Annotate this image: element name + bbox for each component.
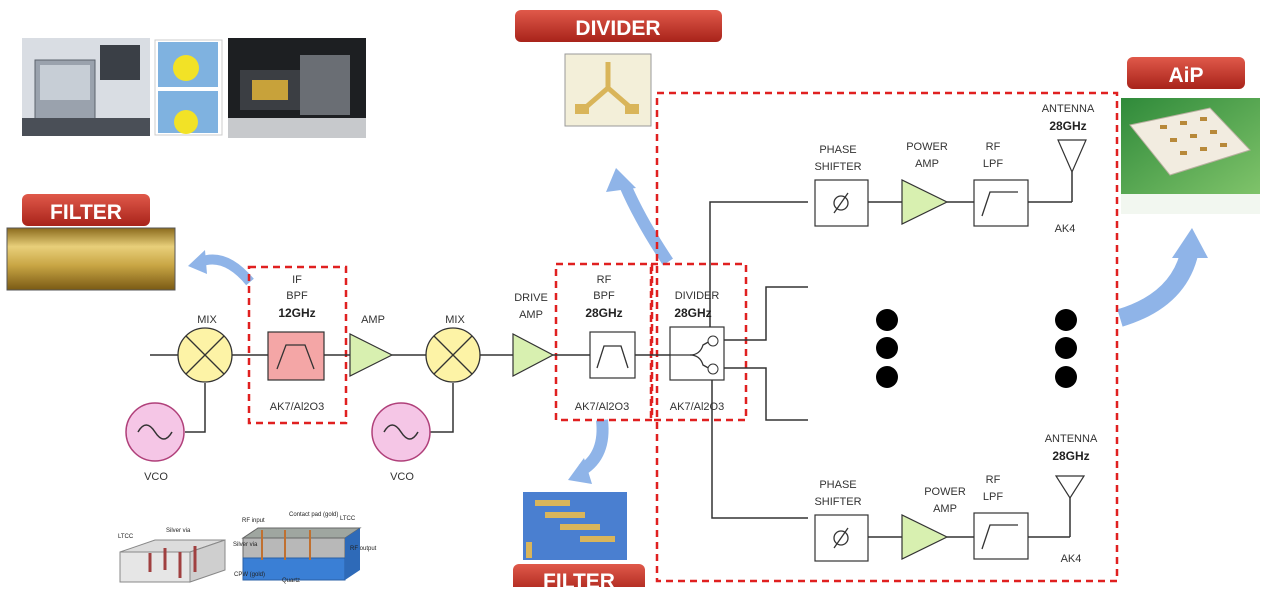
upper-chain-material: AK4 (1055, 223, 1076, 235)
aip-badge-text: AiP (1168, 64, 1203, 87)
power-amp-lower-label-line2: AMP (933, 503, 957, 515)
rf-lpf-lower-label-line2: LPF (983, 491, 1003, 503)
rf-lowpass-filter-upper (973, 179, 1029, 227)
filter-badge-left: FILTER (22, 194, 150, 226)
if-bpf-label-line2: BPF (286, 290, 308, 302)
power-divider (669, 326, 725, 381)
divider-label: DIVIDER (675, 290, 720, 302)
phase-shifter-lower-label-line2: SHIFTER (814, 496, 861, 508)
filter-badge-bottom-text: FILTER (543, 570, 615, 587)
measurement-setup-photo-1 (22, 38, 150, 136)
lower-chain-material: AK4 (1061, 553, 1082, 565)
drive-amp-label-line1: DRIVE (514, 292, 548, 304)
antenna-upper (1057, 139, 1087, 174)
vco-2-label: VCO (390, 471, 414, 483)
arrow-to-bottom-filter (568, 419, 609, 484)
silver-via-label-right: Silver via (233, 542, 258, 548)
quartz-label: Quartz (282, 578, 300, 584)
measurement-setup-photo-2 (154, 39, 223, 136)
phase-shifter-upper-label-line1: PHASE (819, 144, 856, 156)
probe-station-photo (228, 38, 366, 138)
phase-shifter-lower-label-line1: PHASE (819, 479, 856, 491)
drive-amp-label-line2: AMP (519, 309, 543, 321)
rf-bandpass-filter (589, 331, 636, 379)
arrow-to-left-filter (188, 250, 254, 286)
divider-frequency: 28GHz (674, 306, 711, 320)
rf-lpf-lower-label-line1: RF (986, 474, 1001, 486)
rf-lpf-upper-label-line1: RF (986, 141, 1001, 153)
if-bandpass-filter (267, 331, 325, 381)
antenna-lower-frequency: 28GHz (1052, 449, 1089, 463)
power-amp-upper-label-line2: AMP (915, 158, 939, 170)
phase-shifter-upper-label-line2: SHIFTER (814, 161, 861, 173)
ltcc-via-structure-drawing: LTCC Silver via (118, 528, 226, 583)
power-amp-lower-label-line1: POWER (924, 486, 966, 498)
ltcc-label-left: LTCC (118, 534, 134, 540)
rf-bpf-label-line1: RF (597, 274, 612, 286)
ellipsis-dots-right (1055, 309, 1077, 388)
if-filter-dashed-box (247, 265, 348, 425)
rf-lpf-upper-label-line2: LPF (983, 158, 1003, 170)
power-amp-upper-label-line1: POWER (906, 141, 948, 153)
if-bpf-frequency: 12GHz (278, 306, 315, 320)
vco-1-label: VCO (144, 471, 168, 483)
mixer-1 (177, 327, 233, 383)
rf-bpf-frequency: 28GHz (585, 306, 622, 320)
silver-via-label-left: Silver via (166, 528, 191, 534)
rf-output-label: RF output (350, 546, 377, 552)
vco-1 (125, 402, 185, 462)
cpw-label: CPW (gold) (234, 572, 265, 578)
power-amplifier-lower (901, 514, 949, 560)
divider-badge: DIVIDER (515, 10, 722, 42)
divider-material: AK7/Al2O3 (670, 401, 724, 413)
rf-lowpass-filter-lower (973, 512, 1029, 560)
divider-photo (564, 53, 652, 127)
filter-badge-bottom: FILTER (513, 564, 645, 592)
aip-dashed-box (655, 91, 1119, 583)
divider-badge-text: DIVIDER (575, 17, 660, 40)
mixer-2-label: MIX (445, 314, 465, 326)
amplifier-label: AMP (361, 314, 385, 326)
if-bpf-material: AK7/Al2O3 (270, 401, 324, 413)
rf-bpf-label-line2: BPF (593, 290, 615, 302)
main-signal-path (150, 172, 1073, 538)
aip-badge: AiP (1127, 57, 1245, 89)
filter-photo-bottom (523, 492, 627, 560)
power-amplifier-upper (901, 179, 949, 225)
arrow-to-aip (1117, 228, 1208, 327)
if-bpf-label-line1: IF (292, 274, 302, 286)
vco-2 (371, 402, 431, 462)
amplifier (349, 333, 394, 377)
antenna-upper-label: ANTENNA (1042, 103, 1095, 115)
filter-photo-left (6, 227, 176, 291)
mixer-1-label: MIX (197, 314, 217, 326)
antenna-upper-frequency: 28GHz (1049, 119, 1086, 133)
drive-amplifier (512, 333, 555, 377)
antenna-lower (1054, 475, 1086, 500)
mixer-2 (425, 327, 481, 383)
rf-input-label: RF input (242, 518, 265, 524)
filter-badge-left-text: FILTER (50, 201, 122, 224)
aip-module-photo (1121, 98, 1260, 214)
rf-bpf-material: AK7/Al2O3 (575, 401, 629, 413)
ltcc-label-right: LTCC (340, 516, 356, 522)
divider-dashed-box (649, 262, 748, 422)
phase-shifter-lower (814, 514, 869, 562)
antenna-lower-label: ANTENNA (1045, 433, 1098, 445)
contact-pad-label: Contact pad (gold) (289, 512, 338, 518)
phase-shifter-upper (814, 179, 869, 227)
ellipsis-dots-middle (876, 309, 898, 388)
arrow-to-divider-photo (606, 168, 673, 266)
cpw-structure-drawing: RF input Contact pad (gold) LTCC Silver … (233, 512, 377, 584)
